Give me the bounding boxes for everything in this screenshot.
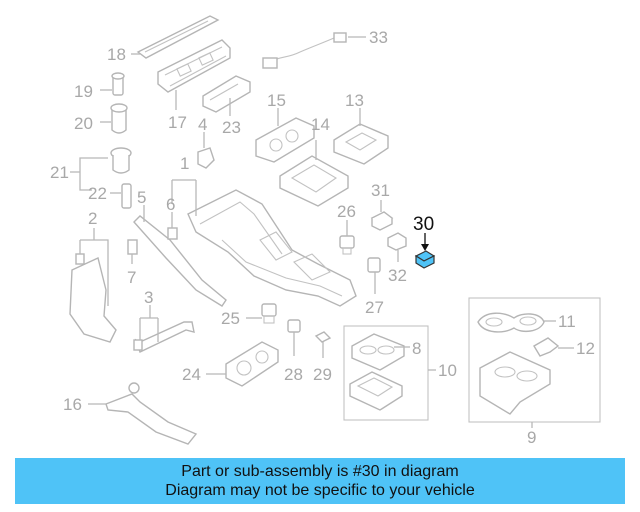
part-29-shape — [314, 331, 332, 343]
part-6-shape — [167, 227, 178, 240]
part-5-shape — [133, 215, 227, 307]
part-22-shape — [121, 183, 132, 209]
callout-7: 7 — [127, 268, 136, 287]
callout-21: 21 — [50, 163, 69, 182]
part-13-shape — [333, 123, 389, 165]
part-28-shape — [287, 319, 301, 333]
part-23-shape — [202, 75, 251, 113]
callout-27: 27 — [365, 298, 384, 317]
parts-diagram: 18 17 23 33 19 20 21 — [50, 15, 601, 447]
callout-12: 12 — [576, 339, 595, 358]
part-30-highlighted-shape — [414, 250, 436, 269]
box-9-frame — [468, 297, 601, 423]
caption-line-1: Part or sub-assembly is #30 in diagram — [181, 463, 459, 480]
callout-13: 13 — [345, 91, 364, 110]
part-12-shape — [533, 337, 560, 357]
callout-15: 15 — [267, 91, 286, 110]
part-18-shape — [136, 15, 220, 59]
callout-17: 17 — [168, 113, 187, 132]
part-24-shape — [225, 341, 279, 387]
callout-25: 25 — [221, 309, 240, 328]
callout-11: 11 — [558, 312, 576, 331]
callout-31: 31 — [371, 181, 390, 200]
callout-3: 3 — [144, 288, 153, 307]
callout-18: 18 — [107, 45, 126, 64]
callout-32: 32 — [388, 266, 407, 285]
callout-2: 2 — [88, 209, 97, 228]
callout-14: 14 — [311, 115, 330, 134]
part-26-shape — [339, 235, 355, 255]
part-15-shape — [255, 117, 315, 163]
part-4-shape — [197, 147, 215, 169]
part-21-shape — [110, 147, 132, 174]
callout-6: 6 — [166, 195, 175, 214]
callout-4: 4 — [198, 115, 207, 134]
callout-8: 8 — [412, 339, 421, 358]
box-10-lower-part-shape — [349, 371, 403, 411]
callout-16: 16 — [63, 395, 82, 414]
callout-26: 26 — [337, 202, 356, 221]
callout-10: 10 — [438, 361, 457, 380]
part-14-shape — [279, 155, 349, 207]
part-17-shape — [157, 39, 231, 93]
part-20-shape — [110, 103, 128, 134]
callout-29: 29 — [313, 365, 332, 384]
box-10-frame — [343, 325, 429, 421]
callout-33: 33 — [369, 28, 388, 47]
part-1-console-shape — [187, 189, 357, 307]
part-11-shape — [477, 312, 545, 333]
part-19-shape — [111, 72, 125, 96]
caption-banner: Part or sub-assembly is #30 in diagram D… — [15, 458, 625, 504]
part-32-shape — [387, 232, 407, 251]
callout-30-highlighted: 30 — [413, 214, 434, 235]
callout-23: 23 — [222, 118, 241, 137]
callout-22: 22 — [88, 184, 107, 203]
callout-1: 1 — [180, 154, 189, 173]
part-7-shape — [127, 239, 138, 255]
callout-20: 20 — [74, 114, 93, 133]
callout-9: 9 — [527, 428, 536, 447]
part-8-shape — [351, 333, 405, 371]
part-9-shape — [479, 351, 551, 415]
callout-24: 24 — [182, 365, 201, 384]
part-2-shape — [69, 253, 117, 343]
caption-line-2: Diagram may not be specific to your vehi… — [165, 482, 475, 499]
callout-28: 28 — [284, 365, 303, 384]
part-25-shape — [261, 303, 277, 324]
part-33-shape — [262, 32, 347, 69]
part-3-shape — [133, 321, 195, 353]
part-31-shape — [370, 211, 394, 231]
callout-19: 19 — [74, 82, 93, 101]
callout-5: 5 — [137, 188, 146, 207]
part-16-shape — [105, 382, 198, 445]
part-27-shape — [367, 257, 381, 273]
